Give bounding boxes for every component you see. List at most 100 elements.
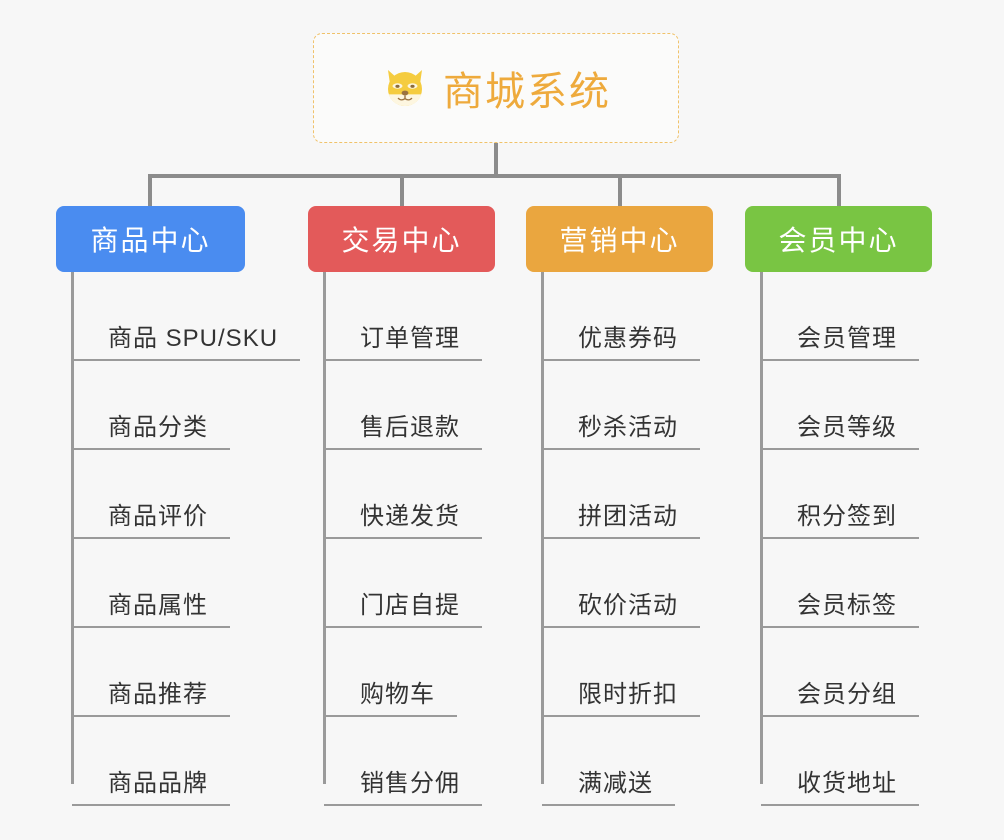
leaf-item[interactable]: 门店自提 — [324, 539, 495, 628]
leaf-spine — [541, 272, 544, 784]
connector-root-stem — [494, 143, 498, 178]
leaf-item[interactable]: 销售分佣 — [324, 717, 495, 806]
category-column-product-center: 商品中心 商品 SPU/SKU 商品分类 商品评价 商品属性 — [56, 206, 301, 806]
leaf-item[interactable]: 商品推荐 — [72, 628, 245, 717]
leaf-list-product-center: 商品 SPU/SKU 商品分类 商品评价 商品属性 商品推荐 — [56, 272, 301, 806]
leaf-label: 满减送 — [578, 769, 653, 797]
leaf-item[interactable]: 商品分类 — [72, 361, 245, 450]
leaf-underline: 售后退款 — [324, 413, 482, 450]
category-header-label: 会员中心 — [778, 225, 899, 256]
leaf-label: 优惠券码 — [578, 324, 678, 352]
leaf-underline: 门店自提 — [324, 591, 482, 628]
category-column-member-center: 会员中心 会员管理 会员等级 积分签到 会员标签 — [745, 206, 932, 806]
leaf-underline: 积分签到 — [761, 502, 919, 539]
category-column-marketing-center: 营销中心 优惠券码 秒杀活动 拼团活动 砍价活动 — [526, 206, 713, 806]
leaf-label: 售后退款 — [360, 413, 460, 441]
leaf-list-trade-center: 订单管理 售后退款 快递发货 门店自提 购物车 — [308, 272, 495, 806]
leaf-label: 限时折扣 — [578, 680, 678, 708]
leaf-spine — [71, 272, 74, 784]
category-header-product-center[interactable]: 商品中心 — [56, 206, 245, 272]
leaf-item[interactable]: 商品品牌 — [72, 717, 245, 806]
leaf-underline: 订单管理 — [324, 324, 482, 361]
leaf-label: 积分签到 — [797, 502, 897, 530]
leaf-underline: 购物车 — [324, 680, 457, 717]
leaf-underline: 会员管理 — [761, 324, 919, 361]
leaf-label: 订单管理 — [360, 324, 460, 352]
leaf-item[interactable]: 商品属性 — [72, 539, 245, 628]
leaf-item[interactable]: 会员管理 — [761, 272, 932, 361]
leaf-underline: 销售分佣 — [324, 769, 482, 806]
leaf-label: 会员等级 — [797, 413, 897, 441]
connector-drop-trade — [400, 174, 404, 208]
leaf-underline: 商品属性 — [72, 591, 230, 628]
leaf-underline: 限时折扣 — [542, 680, 700, 717]
dog-face-icon — [381, 64, 429, 112]
leaf-label: 商品推荐 — [108, 680, 208, 708]
leaf-item[interactable]: 优惠券码 — [542, 272, 713, 361]
leaf-label: 商品分类 — [108, 413, 208, 441]
leaf-label: 砍价活动 — [578, 591, 678, 619]
leaf-label: 拼团活动 — [578, 502, 678, 530]
category-header-label: 营销中心 — [559, 225, 680, 256]
leaf-label: 会员分组 — [797, 680, 897, 708]
leaf-underline: 商品评价 — [72, 502, 230, 539]
leaf-underline: 会员等级 — [761, 413, 919, 450]
leaf-item[interactable]: 会员分组 — [761, 628, 932, 717]
leaf-item[interactable]: 限时折扣 — [542, 628, 713, 717]
leaf-item[interactable]: 售后退款 — [324, 361, 495, 450]
leaf-underline: 商品品牌 — [72, 769, 230, 806]
connector-drop-product — [148, 174, 152, 208]
leaf-item[interactable]: 订单管理 — [324, 272, 495, 361]
leaf-item[interactable]: 积分签到 — [761, 450, 932, 539]
leaf-underline: 商品推荐 — [72, 680, 230, 717]
leaf-underline: 会员标签 — [761, 591, 919, 628]
leaf-label: 会员管理 — [797, 324, 897, 352]
category-header-trade-center[interactable]: 交易中心 — [308, 206, 495, 272]
leaf-item[interactable]: 购物车 — [324, 628, 495, 717]
category-header-label: 商品中心 — [90, 225, 211, 256]
leaf-item[interactable]: 收货地址 — [761, 717, 932, 806]
leaf-list-member-center: 会员管理 会员等级 积分签到 会员标签 会员分组 — [745, 272, 932, 806]
leaf-label: 商品属性 — [108, 591, 208, 619]
leaf-item[interactable]: 砍价活动 — [542, 539, 713, 628]
category-header-label: 交易中心 — [341, 225, 462, 256]
leaf-item[interactable]: 商品 SPU/SKU — [72, 272, 301, 361]
leaf-label: 会员标签 — [797, 591, 897, 619]
leaf-underline: 秒杀活动 — [542, 414, 700, 450]
leaf-underline: 满减送 — [542, 769, 675, 806]
connector-horizontal-bus — [148, 174, 841, 178]
leaf-item[interactable]: 快递发货 — [324, 450, 495, 539]
category-header-marketing-center[interactable]: 营销中心 — [526, 206, 713, 272]
category-header-member-center[interactable]: 会员中心 — [745, 206, 932, 272]
leaf-item[interactable]: 会员标签 — [761, 539, 932, 628]
leaf-underline: 快递发货 — [324, 502, 482, 539]
leaf-label: 购物车 — [360, 680, 435, 708]
leaf-underline: 优惠券码 — [542, 324, 700, 361]
leaf-underline: 商品 SPU/SKU — [72, 324, 301, 361]
leaf-underline: 会员分组 — [761, 680, 919, 717]
leaf-label: 收货地址 — [797, 769, 897, 797]
leaf-spine — [760, 272, 763, 784]
leaf-label: 商品品牌 — [108, 769, 208, 797]
root-node[interactable]: 商城系统 — [313, 33, 679, 143]
leaf-label: 门店自提 — [360, 591, 460, 619]
leaf-underline: 商品分类 — [72, 413, 230, 450]
leaf-label: 销售分佣 — [360, 769, 460, 797]
connector-drop-marketing — [618, 174, 622, 208]
leaf-underline: 拼团活动 — [542, 502, 700, 539]
leaf-underline: 砍价活动 — [542, 591, 700, 628]
root-title: 商城系统 — [443, 70, 611, 114]
leaf-spine — [323, 272, 326, 784]
leaf-label: 快递发货 — [360, 502, 460, 530]
leaf-list-marketing-center: 优惠券码 秒杀活动 拼团活动 砍价活动 限时折扣 — [526, 272, 713, 806]
leaf-label: 商品评价 — [108, 502, 208, 530]
leaf-item[interactable]: 满减送 — [542, 717, 713, 806]
connector-drop-member — [837, 174, 841, 208]
leaf-item[interactable]: 商品评价 — [72, 450, 245, 539]
leaf-item[interactable]: 秒杀活动 — [542, 361, 713, 450]
leaf-item[interactable]: 会员等级 — [761, 361, 932, 450]
leaf-item[interactable]: 拼团活动 — [542, 450, 713, 539]
leaf-label: 商品 SPU/SKU — [108, 324, 279, 352]
category-column-trade-center: 交易中心 订单管理 售后退款 快递发货 门店自提 — [308, 206, 495, 806]
